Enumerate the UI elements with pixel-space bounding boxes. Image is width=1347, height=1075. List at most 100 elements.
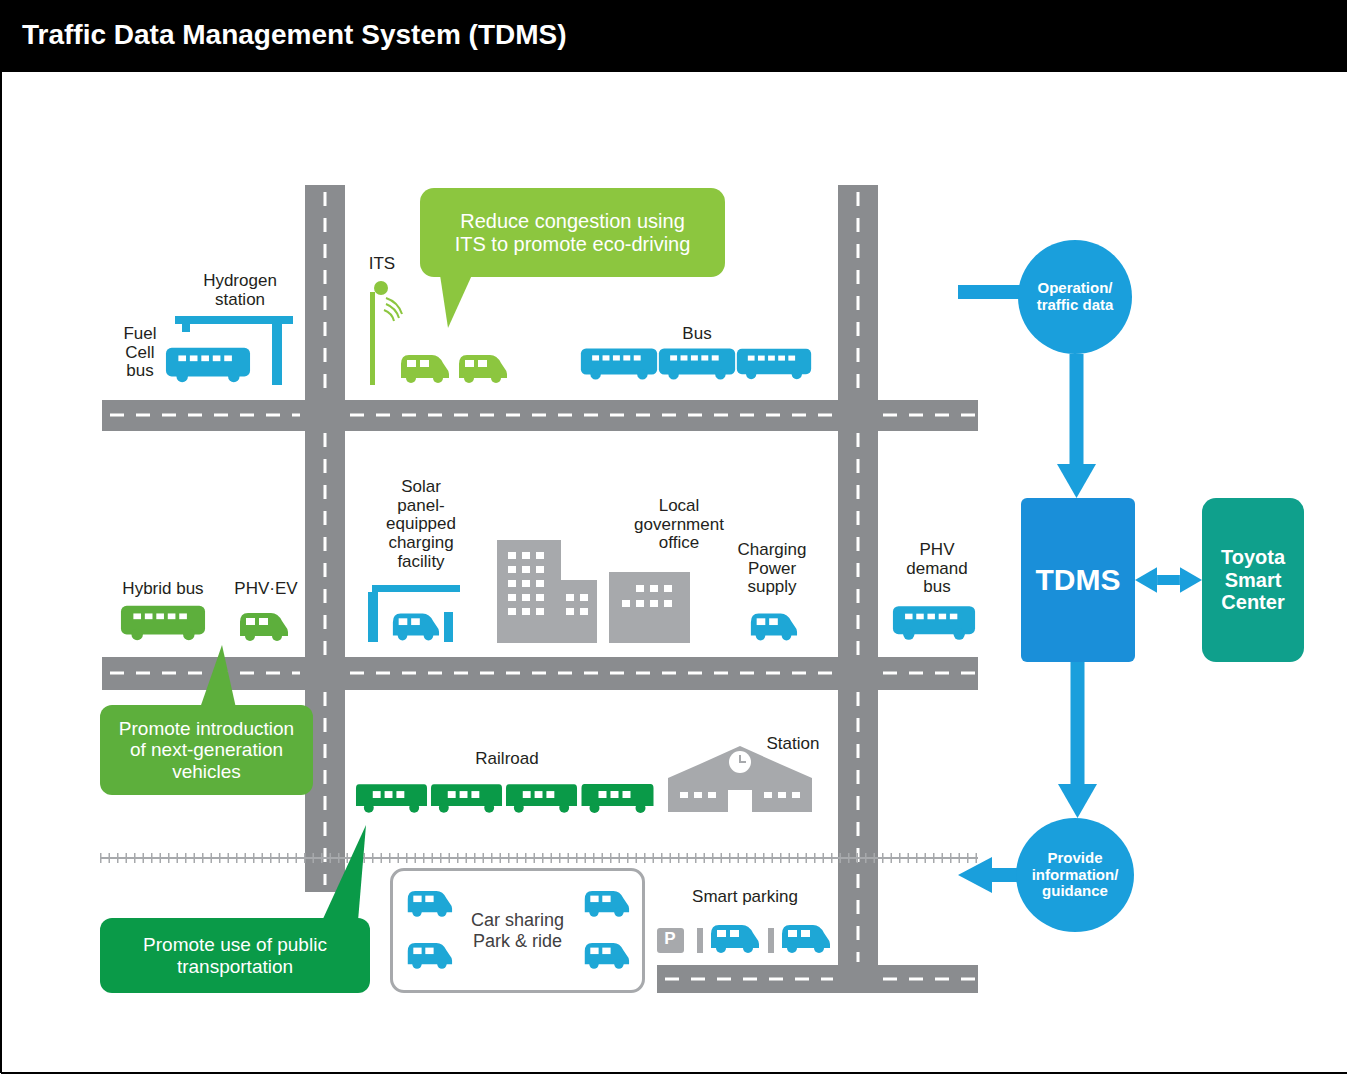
train-car-icon: [506, 784, 577, 813]
car-icon: [585, 891, 629, 917]
bus-icon: [659, 348, 735, 379]
guidance-output-bar: [990, 868, 1020, 882]
title-bar: Traffic Data Management System (TDMS): [0, 0, 1347, 72]
node-text: Operation/ traffic data: [1034, 280, 1116, 314]
lane-mark: [350, 672, 833, 675]
car-icon: [711, 925, 759, 953]
lane-mark: [857, 433, 860, 655]
frame-line: [1, 1072, 1347, 1074]
phv-demand-bus-icon: [893, 606, 975, 640]
lane-mark: [324, 192, 327, 398]
node-text: Toyota Smart Center: [1210, 546, 1296, 613]
car-icon: [585, 943, 629, 969]
hydrogen-dispenser: [272, 324, 282, 385]
center-box: Toyota Smart Center: [1202, 498, 1304, 662]
lane-mark: [857, 692, 860, 962]
train-car-icon: [582, 784, 654, 813]
lane-mark: [883, 414, 975, 417]
road: [838, 185, 878, 992]
node-text: Promote use of public transportation: [119, 934, 351, 977]
part-label: Hydrogen station: [195, 272, 285, 309]
flow-arrow: [1070, 354, 1084, 464]
hydrogen-station-canopy: [175, 316, 293, 324]
callout-box: Reduce congestion using ITS to promote e…: [420, 188, 725, 277]
node-text: Promote introduction of next-generation …: [109, 718, 305, 782]
lane-mark: [665, 978, 833, 981]
callout-box: Promote introduction of next-generation …: [100, 705, 313, 795]
car-icon: [408, 891, 452, 917]
circle-fill: [1018, 240, 1132, 354]
train-car-icon: [431, 784, 502, 813]
diagram-title: Traffic Data Management System (TDMS): [22, 18, 567, 52]
parking-post: [768, 928, 774, 953]
building-icon: [497, 540, 690, 643]
phv-ev-icon: [240, 613, 288, 641]
car-icon: [393, 614, 439, 641]
part-label: ITS: [362, 255, 402, 274]
car-icon: [408, 943, 452, 969]
frame-line: [0, 72, 2, 1073]
service-box: Car sharingPark & ride: [390, 868, 645, 993]
lane-mark: [324, 433, 327, 655]
part-label: Bus: [667, 325, 727, 344]
building-windows: [508, 552, 672, 615]
part-label: Station: [753, 735, 833, 754]
solar-charging-icon: [368, 585, 460, 642]
part-label: P: [658, 930, 682, 949]
road: [102, 400, 978, 431]
part-label: Railroad: [462, 750, 552, 769]
part-label: PHV·EV: [231, 580, 301, 599]
road: [102, 657, 978, 690]
callout-tail: [440, 275, 472, 328]
node-text: Park & ride: [473, 931, 562, 951]
system-box: TDMS: [1021, 498, 1135, 662]
car-icon: [751, 614, 797, 641]
circle-fill: [1016, 818, 1134, 932]
callout-tail: [322, 825, 366, 921]
lane-mark: [350, 414, 833, 417]
lane-mark: [324, 692, 327, 885]
lane-mark: [883, 978, 975, 981]
car-icon: [401, 355, 449, 383]
node-text: Car sharing: [471, 910, 564, 930]
its-pole: [370, 292, 375, 385]
part-label: Smart parking: [680, 888, 810, 907]
node-text: Provide information/ guidance: [1029, 850, 1121, 900]
bus-icon: [581, 348, 657, 379]
part-label: Local government office: [624, 497, 734, 553]
rail-ties: [100, 853, 978, 863]
bus-icon: [737, 349, 811, 379]
part-label: Hybrid bus: [113, 580, 213, 599]
flow-arrow: [1157, 575, 1180, 585]
guidance-output-arrowhead: [958, 857, 992, 893]
car-icon: [459, 355, 507, 383]
flow-arrow: [1071, 662, 1085, 784]
callout-tail: [200, 645, 236, 708]
part-label: PHV demand bus: [901, 541, 973, 597]
parking-sign: [657, 928, 684, 953]
part-label: Charging Power supply: [732, 541, 812, 597]
lane-mark: [883, 672, 975, 675]
data-input-bar: [958, 285, 1024, 299]
station-icon: [668, 746, 812, 812]
train-car-icon: [356, 784, 427, 813]
parking-post: [697, 928, 703, 953]
data-circle: Provide information/ guidance: [1016, 818, 1134, 932]
hydrogen-station-canopy: [182, 324, 190, 332]
its-lamp: [374, 281, 388, 295]
fuel-cell-bus-icon: [166, 348, 250, 382]
hybrid-bus-icon: [121, 606, 205, 640]
rail-track: [100, 857, 978, 859]
data-circle: Operation/ traffic data: [1018, 240, 1132, 354]
part-label: Solar panel-equipped charging facility: [381, 478, 461, 571]
node-text: TDMS: [1036, 563, 1121, 597]
lane-mark: [857, 192, 860, 398]
lane-mark: [110, 414, 300, 417]
node-text: Reduce congestion using ITS to promote e…: [453, 210, 693, 255]
its-signal: [384, 298, 402, 321]
callout-box: Promote use of public transportation: [100, 918, 370, 993]
lane-mark: [110, 672, 300, 675]
part-label: Fuel Cell bus: [118, 325, 162, 381]
road: [657, 965, 978, 993]
